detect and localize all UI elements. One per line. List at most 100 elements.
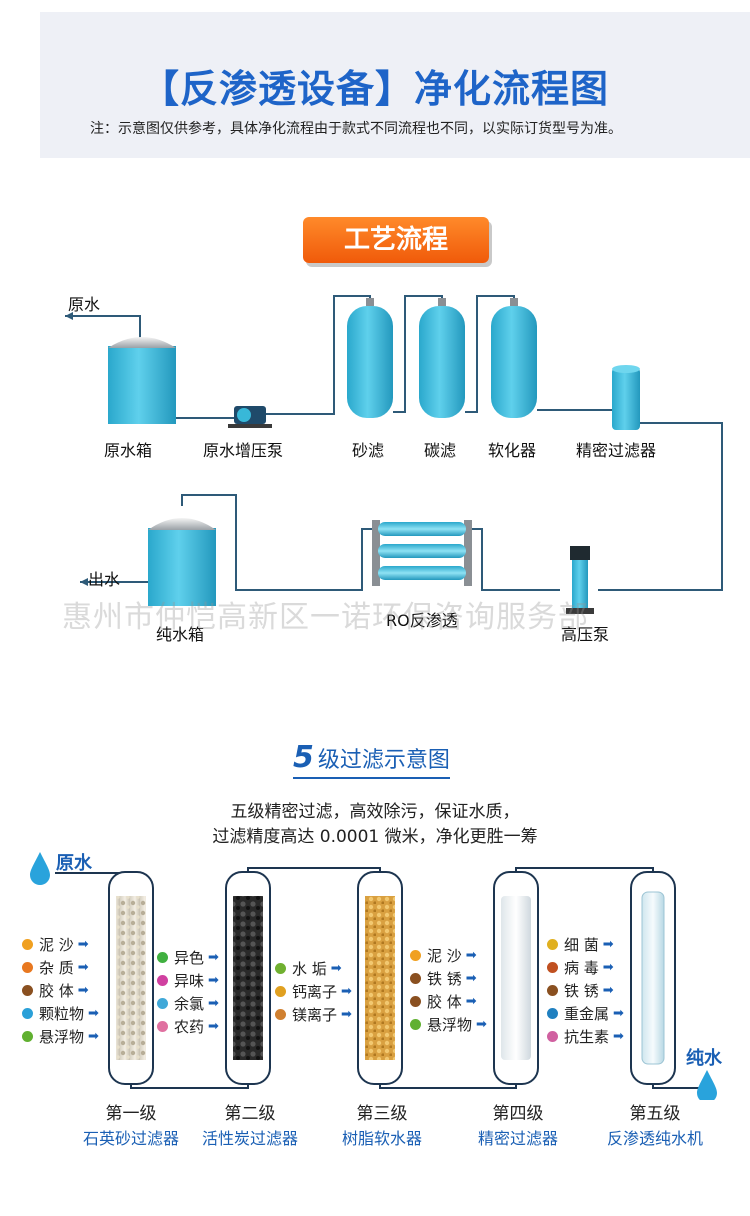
contaminants-list-stage2: 水 垢➡钙离子➡镁离子➡ xyxy=(275,957,352,1026)
contaminant-icon xyxy=(410,1019,421,1030)
arrow-right-icon: ➡ xyxy=(88,1029,99,1044)
label-sand-filter: 砂滤 xyxy=(352,441,385,460)
flow-line-6 xyxy=(652,1084,705,1089)
process-flow-diagram xyxy=(65,295,723,614)
raw-in-arrow-icon xyxy=(65,312,73,320)
arrow-right-icon: ➡ xyxy=(602,937,614,952)
contaminant-icon xyxy=(547,939,558,950)
contaminant-icon xyxy=(157,1021,168,1032)
raw-water-label: 原水 xyxy=(56,853,92,874)
stage-desc-line2: 过滤精度高达 0.0001 微米，净化更胜一筹 xyxy=(212,827,538,847)
pp-cotton-media xyxy=(501,896,531,1060)
sand-filter-icon xyxy=(347,298,393,418)
arrow-right-icon: ➡ xyxy=(77,983,89,998)
arrow-right-icon: ➡ xyxy=(208,996,219,1011)
arrow-right-icon: ➡ xyxy=(465,971,477,986)
contaminant-item: 细 菌➡ xyxy=(547,933,624,956)
contaminant-item: 泥 沙➡ xyxy=(410,944,487,967)
stage-desc-line1: 五级精密过滤，高效除污，保证水质， xyxy=(230,802,520,822)
label-ro: RO反渗透 xyxy=(386,611,458,630)
label-high-pressure-pump: 高压泵 xyxy=(561,625,610,644)
contaminant-label: 细 菌 xyxy=(564,936,599,954)
stage-name-3: 树脂软水器 xyxy=(341,1129,422,1148)
contaminant-item: 胶 体➡ xyxy=(410,990,487,1013)
softener-icon xyxy=(491,298,537,418)
label-carbon-filter: 碳滤 xyxy=(424,441,457,460)
contaminant-icon xyxy=(547,962,558,973)
resin-media xyxy=(365,896,395,1060)
flow-line-3 xyxy=(247,867,381,872)
contaminant-label: 铁 锈 xyxy=(564,982,599,1000)
contaminant-item: 铁 锈➡ xyxy=(410,967,487,990)
stage-name-2: 活性炭过滤器 xyxy=(201,1129,298,1148)
raw-water-tank-icon xyxy=(108,337,176,424)
stage-name-5: 反渗透纯水机 xyxy=(606,1129,703,1148)
label-raw-water-tank: 原水箱 xyxy=(104,441,153,460)
contaminant-label: 异色 xyxy=(174,949,205,967)
contaminant-label: 胶 体 xyxy=(427,993,462,1011)
header-panel xyxy=(40,12,750,158)
contaminant-icon xyxy=(410,950,421,961)
pipe-raw-in xyxy=(65,315,141,340)
contaminant-item: 水 垢➡ xyxy=(275,957,352,980)
contaminant-item: 胶 体➡ xyxy=(22,979,99,1002)
contaminant-item: 悬浮物➡ xyxy=(22,1025,99,1048)
arrow-right-icon: ➡ xyxy=(613,1006,624,1021)
high-pressure-pump-icon xyxy=(566,546,594,614)
contaminant-icon xyxy=(22,1031,33,1042)
contaminant-item: 镁离子➡ xyxy=(275,1003,352,1026)
pipe-fine-down xyxy=(598,422,723,591)
contaminant-item: 悬浮物➡ xyxy=(410,1013,487,1036)
arrow-right-icon: ➡ xyxy=(77,960,89,975)
arrow-right-icon: ➡ xyxy=(208,950,219,965)
arrow-right-icon: ➡ xyxy=(330,961,342,976)
contaminant-label: 重金属 xyxy=(564,1005,610,1023)
contaminant-icon xyxy=(157,975,168,986)
contaminant-icon xyxy=(410,973,421,984)
filtration-stages-diagram xyxy=(30,852,717,1100)
contaminant-item: 颗粒物➡ xyxy=(22,1002,99,1025)
contaminant-label: 颗粒物 xyxy=(39,1005,85,1023)
contaminant-label: 余氯 xyxy=(174,995,205,1013)
contaminant-icon xyxy=(157,998,168,1009)
stage-count: 5 xyxy=(293,740,314,775)
arrow-right-icon: ➡ xyxy=(602,960,614,975)
contaminant-icon xyxy=(22,962,33,973)
contaminant-label: 镁离子 xyxy=(292,1006,338,1024)
precision-filter-icon xyxy=(612,365,640,430)
ro-membrane-media xyxy=(641,891,665,1065)
stage-level-5: 第五级 xyxy=(629,1104,681,1124)
arrow-right-icon: ➡ xyxy=(77,937,89,952)
contaminant-icon xyxy=(547,985,558,996)
raw-water-in-label: 原水 xyxy=(68,295,101,314)
stage-title-text: 级过滤示意图 xyxy=(317,748,450,773)
water-out-arrow-icon xyxy=(80,578,88,586)
activated-carbon-media xyxy=(233,896,263,1060)
raw-water-drop-icon xyxy=(30,852,50,885)
contaminants-list-stage3: 泥 沙➡铁 锈➡胶 体➡悬浮物➡ xyxy=(410,944,487,1036)
contaminants-list-inputs: 泥 沙➡杂 质➡胶 体➡颗粒物➡悬浮物➡ xyxy=(22,933,99,1048)
contaminant-label: 泥 沙 xyxy=(427,947,462,965)
contaminant-label: 杂 质 xyxy=(39,959,74,977)
arrow-right-icon: ➡ xyxy=(613,1029,624,1044)
process-flow-badge: 工艺流程 xyxy=(303,217,489,263)
contaminants-list-stage1: 异色➡异味➡余氯➡农药➡ xyxy=(157,946,219,1038)
contaminant-icon xyxy=(275,1009,286,1020)
stage-level-2: 第二级 xyxy=(224,1104,276,1124)
contaminant-label: 病 毒 xyxy=(564,959,599,977)
contaminant-item: 异味➡ xyxy=(157,969,219,992)
arrow-right-icon: ➡ xyxy=(476,1017,487,1032)
pipe-ro-tank xyxy=(181,494,374,591)
contaminant-item: 钙离子➡ xyxy=(275,980,352,1003)
contaminant-icon xyxy=(275,963,286,974)
contaminant-icon xyxy=(22,985,33,996)
pure-water-tank-icon xyxy=(148,518,216,606)
contaminant-label: 悬浮物 xyxy=(427,1016,473,1034)
contaminant-label: 农药 xyxy=(174,1018,205,1036)
flow-line-5 xyxy=(515,867,654,872)
stage-level-1: 第一级 xyxy=(105,1104,157,1124)
arrow-right-icon: ➡ xyxy=(602,983,614,998)
label-pure-water-tank: 纯水箱 xyxy=(156,625,205,644)
contaminant-item: 病 毒➡ xyxy=(547,956,624,979)
